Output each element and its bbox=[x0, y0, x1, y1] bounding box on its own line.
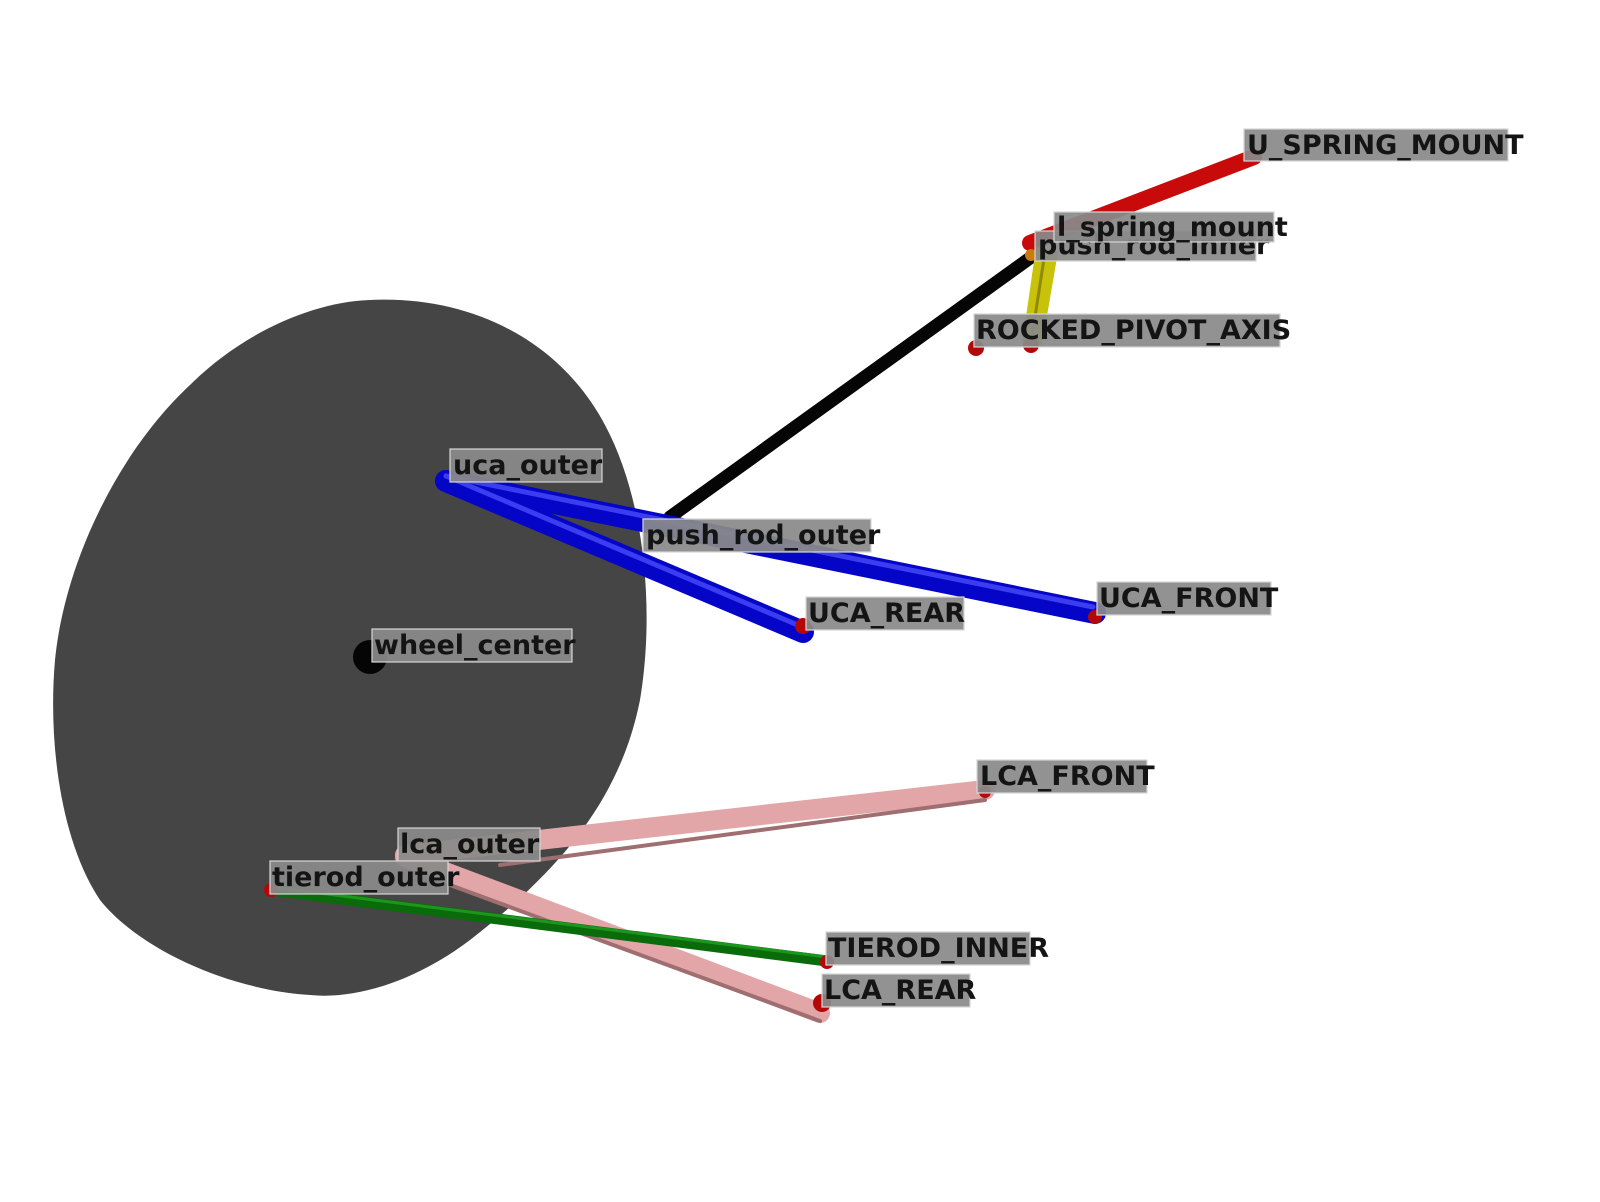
label-tierod-inner-bg bbox=[825, 931, 1031, 966]
label-l-spring-mount-text: l_spring_mount bbox=[1057, 212, 1288, 243]
label-lca-front: LCA_FRONT bbox=[976, 759, 1155, 794]
label-uca-rear: UCA_REAR bbox=[805, 596, 965, 631]
label-rocked-pivot-axis-text: ROCKED_PIVOT_AXIS bbox=[976, 315, 1291, 346]
label-l-spring-mount-bg bbox=[1053, 211, 1275, 243]
label-uca-outer: uca_outer bbox=[449, 448, 603, 483]
tie-rod-highlight bbox=[269, 885, 829, 959]
label-tierod-outer-text: tierod_outer bbox=[272, 862, 460, 893]
label-u-spring-mount-bg bbox=[1243, 128, 1509, 162]
joint-push-rod-inner bbox=[1025, 249, 1037, 261]
label-u-spring-mount-text: U_SPRING_MOUNT bbox=[1247, 130, 1524, 161]
label-tierod-outer-bg bbox=[269, 860, 449, 895]
label-u-spring-mount: U_SPRING_MOUNT bbox=[1243, 128, 1524, 162]
label-lca-outer-bg bbox=[397, 827, 541, 862]
label-lca-outer: lca_outer bbox=[397, 827, 541, 862]
label-lca-rear-bg bbox=[821, 973, 971, 1008]
lca-rear-link-shade bbox=[448, 883, 822, 1023]
label-uca-outer-bg bbox=[449, 448, 603, 483]
label-wheel-center: wheel_center bbox=[371, 628, 576, 663]
label-uca-front-bg bbox=[1096, 581, 1272, 616]
label-uca-rear-bg bbox=[805, 596, 965, 631]
label-push-rod-outer-text: push_rod_outer bbox=[646, 520, 881, 551]
label-uca-front-text: UCA_FRONT bbox=[1099, 583, 1279, 614]
label-uca-front: UCA_FRONT bbox=[1096, 581, 1279, 616]
label-lca-rear: LCA_REAR bbox=[821, 973, 977, 1008]
label-tierod-inner-text: TIEROD_INNER bbox=[828, 933, 1049, 964]
label-wheel-center-bg bbox=[371, 628, 573, 663]
label-push-rod-outer: push_rod_outer bbox=[642, 518, 881, 553]
label-push-rod-outer-bg bbox=[642, 518, 872, 553]
lca-front-link-shade bbox=[498, 798, 987, 867]
label-tierod-outer: tierod_outer bbox=[269, 860, 460, 895]
label-lca-front-text: LCA_FRONT bbox=[980, 761, 1155, 792]
label-uca-rear-text: UCA_REAR bbox=[808, 598, 965, 629]
uca-rear-link bbox=[435, 470, 814, 643]
label-lca-rear-text: LCA_REAR bbox=[824, 975, 977, 1006]
label-l-spring-mount: l_spring_mount bbox=[1053, 211, 1288, 243]
label-tierod-inner: TIEROD_INNER bbox=[825, 931, 1049, 966]
label-lca-front-bg bbox=[976, 759, 1148, 794]
push-rod bbox=[663, 251, 1037, 524]
label-uca-outer-text: uca_outer bbox=[453, 450, 603, 481]
tie-rod bbox=[265, 884, 833, 967]
label-lca-outer-text: lca_outer bbox=[400, 829, 540, 860]
label-rocked-pivot-axis-bg bbox=[973, 313, 1281, 348]
label-rocked-pivot-axis: ROCKED_PIVOT_AXIS bbox=[973, 313, 1291, 348]
uca-rear-link-highlight bbox=[443, 473, 803, 629]
label-wheel-center-text: wheel_center bbox=[374, 630, 576, 661]
